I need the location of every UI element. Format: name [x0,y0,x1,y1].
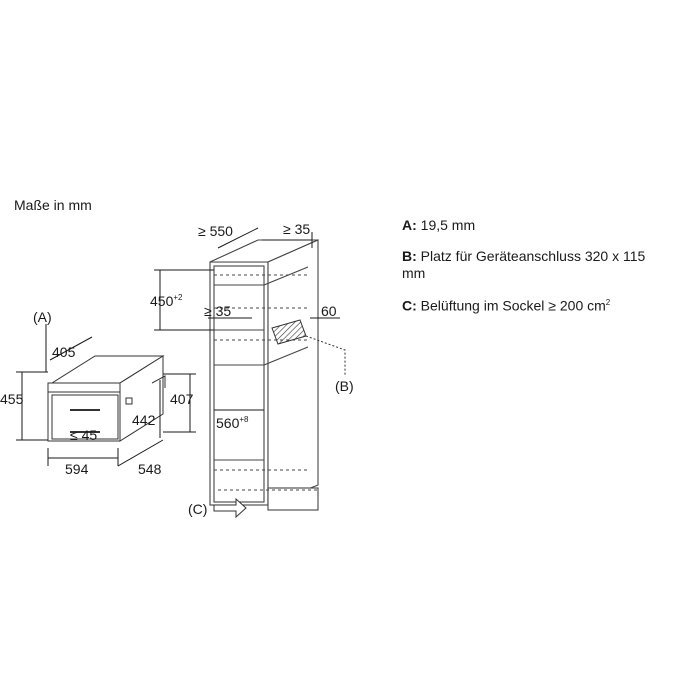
appliance-width-top-label: 405 [52,344,76,360]
connection-leader [305,335,346,375]
legend-a-text: 19,5 mm [420,217,476,233]
appliance-depth-label: 548 [138,461,162,477]
legend-c: C: Belüftung im Sockel ≥ 200 cm2 [402,294,610,315]
legend-c-text: Belüftung im Sockel ≥ 200 cm [420,297,606,314]
cabinet-drawing [209,239,319,511]
cabinet-c-label: (C) [188,501,207,517]
cabinet-niche-height-label: 450+2 [150,293,183,309]
legend-b: B: Platz für Geräteanschluss 320 x 115 m… [402,248,662,282]
cabinet-inner-gap-label: ≥ 35 [204,303,231,319]
legend-a: A: 19,5 mm [402,217,475,234]
appliance-width-label: 594 [65,461,89,477]
appliance-a-label: (A) [33,309,52,325]
ventilation-arrow [213,497,247,519]
legend-c-key: C: [402,297,417,314]
appliance-side-height-label: 407 [170,391,194,407]
cabinet-depth-label: ≥ 550 [198,223,233,239]
cabinet-b-label: (B) [335,378,354,394]
appliance-height-label: 455 [0,391,24,407]
appliance-drawing [47,355,166,442]
cabinet-side-label: 60 [321,303,337,319]
appliance-handle-gap-label: ≤ 45 [70,427,97,443]
legend-c-sup: 2 [605,298,611,307]
appliance-inner-height-label: 442 [132,412,156,428]
legend-b-text: Platz für Geräteanschluss 320 x 115 mm [402,248,646,281]
cabinet-dimension-lines [154,227,340,411]
legend-b-key: B: [402,248,417,264]
appliance-dimension-lines [16,324,196,467]
dimensions-title: Maße in mm [14,197,92,213]
cabinet-gap-label: ≥ 35 [283,221,310,237]
cabinet-width-label: 560+8 [216,415,249,431]
legend-a-key: A: [402,217,417,233]
